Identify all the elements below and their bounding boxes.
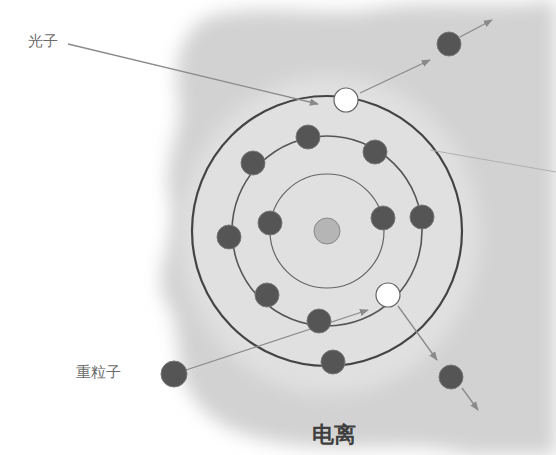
particle-label: 重粒子 xyxy=(76,363,121,382)
electron-path xyxy=(398,306,437,360)
faint-track xyxy=(430,150,556,172)
nucleus xyxy=(314,218,340,244)
outer-shell xyxy=(192,96,462,366)
electron-path xyxy=(460,20,492,37)
electron-path xyxy=(462,388,478,410)
electron-path xyxy=(360,60,430,93)
photon-path xyxy=(68,44,318,104)
middle-shell xyxy=(232,136,422,326)
vacancy xyxy=(334,88,358,112)
cloud-ground xyxy=(161,0,556,455)
figure-caption: 电离 xyxy=(312,420,356,450)
vacancy xyxy=(376,283,400,307)
inner-shell xyxy=(270,174,384,288)
particle-label: 光子 xyxy=(28,32,58,51)
cloud-glow xyxy=(180,75,480,395)
electrons xyxy=(161,32,463,389)
